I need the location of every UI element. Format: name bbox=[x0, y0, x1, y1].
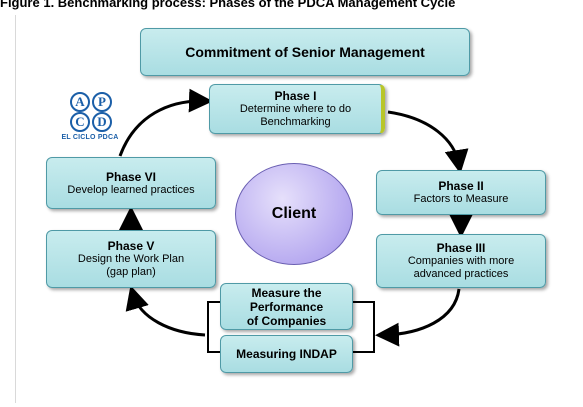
measuring-indap-box: Measuring INDAP bbox=[220, 335, 353, 373]
arrow-measure-to-phase5 bbox=[125, 285, 206, 337]
client-circle: Client bbox=[235, 163, 353, 265]
phase2-box: Phase II Factors to Measure bbox=[376, 170, 546, 215]
logo-letter-c: C bbox=[70, 112, 90, 132]
logo-letter-a: A bbox=[70, 92, 90, 112]
pdca-logo: A P C D EL CICLO PDCA bbox=[54, 90, 126, 152]
phase1-title: Phase I bbox=[274, 89, 317, 103]
phase2-text-line1: Factors to Measure bbox=[413, 193, 509, 205]
measure-performance-line3: of Companies bbox=[246, 313, 327, 328]
measuring-indap-label: Measuring INDAP bbox=[236, 347, 337, 361]
figure-caption: Figure 1. Benchmarking process: Phases o… bbox=[0, 0, 456, 10]
phase5-text-line2: (gap plan) bbox=[106, 266, 156, 278]
phase5-text-line1: Design the Work Plan bbox=[77, 253, 185, 265]
measure-performance-box: Measure the Performance of Companies bbox=[220, 283, 353, 330]
arrow-phase6-to-phase1 bbox=[118, 88, 213, 157]
phase3-text-line1: Companies with more bbox=[407, 255, 515, 267]
measure-performance-line1: Measure the bbox=[251, 285, 322, 300]
phase5-title: Phase V bbox=[107, 239, 155, 253]
logo-letter-p: P bbox=[92, 92, 112, 112]
arrow-phase1-to-phase2 bbox=[387, 110, 469, 174]
commitment-title: Commitment of Senior Management bbox=[185, 44, 425, 60]
client-label: Client bbox=[271, 205, 317, 222]
phase3-text-line2: advanced practices bbox=[413, 268, 509, 280]
phase3-box: Phase III Companies with more advanced p… bbox=[376, 234, 546, 288]
logo-caption: EL CICLO PDCA bbox=[61, 134, 119, 141]
logo-letter-d: D bbox=[92, 112, 112, 132]
measure-performance-line2: Performance bbox=[249, 299, 324, 314]
measure-bracket-right bbox=[353, 301, 375, 353]
phase1-text-line1: Determine where to do bbox=[239, 103, 352, 115]
phase6-title: Phase VI bbox=[105, 169, 157, 184]
arrow-phase3-to-measure bbox=[375, 288, 461, 347]
measure-bracket-left bbox=[207, 301, 220, 353]
phase5-box: Phase V Design the Work Plan (gap plan) bbox=[46, 230, 216, 288]
commitment-box: Commitment of Senior Management bbox=[140, 28, 470, 76]
phase6-text-line1: Develop learned practices bbox=[67, 183, 195, 196]
phase3-title: Phase III bbox=[436, 241, 486, 255]
phase1-box: Phase I Determine where to do Benchmarki… bbox=[209, 84, 385, 134]
header-strip: Figure 1. Benchmarking process: Phases o… bbox=[0, 0, 583, 16]
phase1-text-line2: Benchmarking bbox=[260, 116, 331, 128]
phase2-title: Phase II bbox=[438, 179, 484, 193]
phase6-box: Phase VI Develop learned practices bbox=[46, 157, 216, 209]
